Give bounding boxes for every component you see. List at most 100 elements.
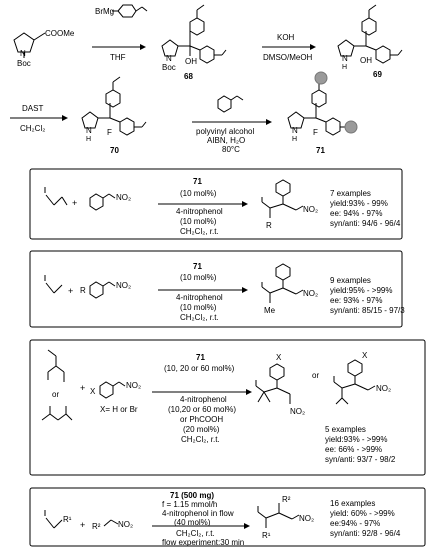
label-71: 71: [316, 146, 325, 155]
box2-no2-reactant: NO₂: [116, 281, 131, 290]
grignard-label: BrMg: [95, 7, 114, 16]
box4-no2-reactant: NO₂: [118, 520, 133, 529]
grignard-styrene: [112, 4, 148, 18]
box1-cat-amt: (10 mol%): [180, 189, 217, 198]
box1-no2-reactant: NO₂: [116, 193, 131, 202]
box2-examples: 9 examples: [330, 276, 371, 285]
box3-additive: 4-nitrophenol: [180, 395, 227, 404]
reaction-box-4: [29, 487, 426, 547]
box3-plus: +: [80, 383, 85, 393]
label-68: 68: [184, 72, 193, 81]
box3-examples: 5 examples: [325, 425, 366, 434]
box1-solvent: CH₂Cl₂, r.t.: [180, 227, 219, 236]
box1-examples: 7 examples: [330, 189, 371, 198]
box2-plus: +: [68, 286, 73, 296]
label-70: 70: [110, 146, 119, 155]
cond-koh: KOH: [277, 33, 295, 42]
reaction-box-2: [29, 250, 403, 328]
box4-ee: ee:94% - 97%: [330, 519, 380, 528]
box3-product-1: [255, 363, 291, 404]
cond-temp: 80°C: [222, 145, 240, 154]
box3-acid-amt: (20 mol%): [183, 425, 220, 434]
compound-68: [161, 4, 227, 64]
c71-h: H: [292, 136, 297, 143]
box1-aldehyde: [44, 187, 68, 206]
box3-synanti: syn/anti: 93/7 - 98/2: [325, 455, 396, 464]
box4-nitroalkene: [103, 519, 119, 527]
box3-nitrostyrene: [99, 381, 126, 399]
box3-or-acid: or PhCOOH: [180, 415, 223, 424]
box4-flow-time: flow experiment:30 min: [162, 538, 244, 547]
box1-synanti: syn/anti: 94/6 - 96/4: [330, 219, 401, 228]
box4-examples: 16 examples: [330, 499, 375, 508]
box1-no2-product: NO₂: [303, 205, 318, 214]
box3-no2-product-1: NO₂: [290, 407, 305, 416]
box1-nitrostyrene: [89, 193, 116, 211]
box3-or2: or: [312, 371, 319, 380]
cond-ch2cl2: CH₂Cl₂: [20, 124, 45, 133]
box3-xdef: X= H or Br: [100, 405, 138, 414]
box2-synanti: syn/anti: 85/15 - 97/3: [330, 306, 405, 315]
box3-ee: ee: 66% - >99%: [325, 445, 382, 454]
sm-boc-label: Boc: [17, 59, 31, 68]
box1-yield: yield:93% - 99%: [330, 199, 388, 208]
box4-aldehyde: [44, 510, 63, 529]
box4-add-amt: (40 mol%): [174, 518, 211, 527]
c68-oh: OH: [185, 57, 197, 66]
box1-product: [261, 179, 304, 218]
c71-f: F: [313, 128, 318, 137]
box4-solvent: CH₂Cl₂, r.t.: [176, 529, 215, 538]
cond-thf: THF: [110, 53, 126, 62]
box3-x-reactant: X: [90, 387, 96, 396]
box1-r: R: [266, 221, 272, 230]
box2-ee: ee: 93% - 97%: [330, 296, 382, 305]
c70-h: H: [86, 136, 91, 143]
box3-no2-reactant: NO₂: [126, 381, 141, 390]
box1-plus: +: [72, 198, 77, 208]
box4-no2-product: NO₂: [299, 514, 314, 523]
cond-dmso: DMSO/MeOH: [263, 53, 313, 62]
box4-synanti: syn/anti: 92/8 - 96/4: [330, 529, 401, 538]
c68-nh: N: [166, 54, 172, 63]
box2-product: [261, 263, 304, 303]
box4-r2-product: R²: [282, 495, 291, 504]
c71-nh: N: [292, 126, 298, 135]
c70-f: F: [107, 128, 112, 137]
box2-me: Me: [264, 306, 276, 315]
box3-add-amt: (10,20 or 60 mol%): [168, 405, 236, 414]
box2-additive: 4-nitrophenol: [176, 293, 223, 302]
box4-r1-product: R¹: [262, 531, 271, 540]
box3-or1: or: [52, 390, 59, 399]
boc-proline-ester: [13, 32, 46, 58]
reaction-box-1: [29, 168, 403, 240]
c69-oh: OH: [360, 56, 372, 65]
box2-cat: 71: [193, 262, 202, 271]
cond-pva: polyvinyl alcohol: [196, 127, 254, 136]
box4-plus: +: [80, 520, 85, 530]
box2-add-amt: (10 mol%): [180, 303, 217, 312]
c70-nh: N: [86, 126, 92, 135]
box3-cat-amt: (10, 20 or 60 mol%): [164, 364, 235, 373]
sm-nh-label: N: [20, 49, 26, 58]
box2-r: R: [80, 286, 86, 295]
box4-flow-rate: f = 1.15 mmol/h: [162, 500, 217, 509]
sm-ester-label: COOMe: [45, 29, 75, 38]
box4-product: [257, 503, 300, 528]
cond-dast: DAST: [22, 104, 43, 113]
c69-h: H: [342, 64, 347, 71]
box3-solvent: CH₂Cl₂, r.t.: [181, 435, 220, 444]
polymer-bead-icon: [314, 71, 328, 85]
box4-additive: 4-nitrophenol in flow: [162, 509, 234, 518]
box4-r2-reactant: R²: [92, 522, 101, 531]
box3-cat: 71: [196, 353, 205, 362]
box1-add-amt: (10 mol%): [180, 217, 217, 226]
box3-x-product-1: X: [276, 353, 282, 362]
box1-additive: 4-nitrophenol: [176, 207, 223, 216]
box2-yield: yield:95% - >99%: [330, 286, 392, 295]
c68-boc: Boc: [162, 63, 176, 72]
box3-no2-product-2: NO₂: [376, 384, 391, 393]
compound-71: [287, 84, 346, 136]
compound-69: [337, 4, 403, 64]
box2-no2-product: NO₂: [303, 289, 318, 298]
reaction-box-3: [29, 339, 426, 476]
